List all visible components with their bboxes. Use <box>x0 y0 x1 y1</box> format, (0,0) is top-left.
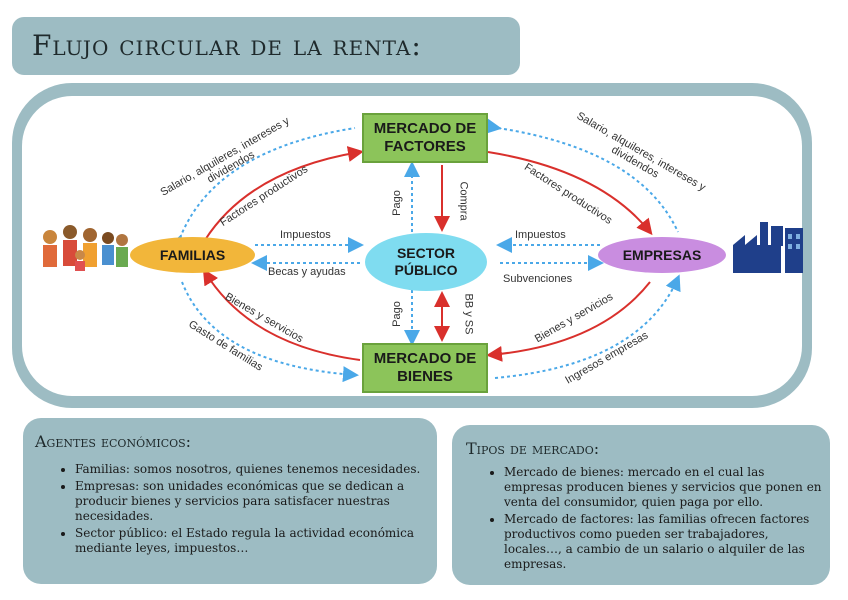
node-sector-publico: SECTOR PÚBLICO <box>365 233 487 291</box>
list-item: Empresas: son unidades económicas que se… <box>75 479 433 524</box>
page-title: Flujo circular de la renta: <box>32 29 422 62</box>
node-mercado-bienes: MERCADO DE BIENES <box>362 343 488 393</box>
tipos-list: Mercado de bienes: mercado en el cual la… <box>482 465 824 574</box>
agentes-title: Agentes económicos: <box>35 432 192 451</box>
list-item: Familias: somos nosotros, quienes tenemo… <box>75 462 433 477</box>
tipos-title: Tipos de mercado: <box>466 439 600 458</box>
tipos-panel: Tipos de mercado: Mercado de bienes: mer… <box>452 425 830 585</box>
list-item: Mercado de bienes: mercado en el cual la… <box>504 465 824 510</box>
node-empresas: EMPRESAS <box>598 237 726 273</box>
list-item: Sector público: el Estado regula la acti… <box>75 526 433 556</box>
label-bbss: BB y SS <box>462 293 475 335</box>
node-mercado-factores: MERCADO DE FACTORES <box>362 113 488 163</box>
label-pago-top: Pago <box>390 190 403 216</box>
label-impuestos-left: Impuestos <box>280 229 331 241</box>
node-familias: FAMILIAS <box>130 237 255 273</box>
list-item: Mercado de factores: las familias ofrece… <box>504 512 824 572</box>
agentes-panel: Agentes económicos: Familias: somos noso… <box>23 418 437 584</box>
label-becas: Becas y ayudas <box>268 266 346 278</box>
label-pago-bottom: Pago <box>390 301 403 327</box>
label-impuestos-right: Impuestos <box>515 229 566 241</box>
label-subvenciones: Subvenciones <box>503 273 573 285</box>
label-compra: Compra <box>457 181 470 221</box>
agentes-list: Familias: somos nosotros, quienes tenemo… <box>53 462 433 558</box>
title-banner: Flujo circular de la renta: <box>12 17 520 75</box>
